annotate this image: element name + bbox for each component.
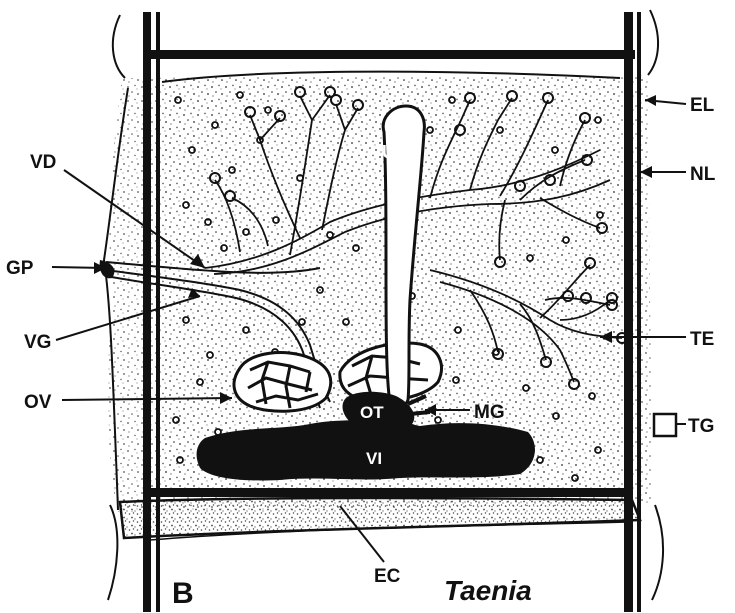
label-vg: VG: [24, 332, 51, 353]
transverse-bar-top: [145, 50, 635, 59]
testis-box-glyph: [654, 414, 676, 436]
label-ut: UT: [382, 142, 406, 162]
label-ec: EC: [374, 566, 401, 587]
label-te: TE: [690, 329, 714, 350]
label-mg: MG: [474, 402, 505, 423]
label-nl: NL: [690, 164, 716, 185]
transverse-bar-bottom: [148, 488, 630, 497]
label-tg: TG: [688, 416, 714, 437]
label-gp: GP: [6, 258, 34, 279]
genus-title: Taenia: [444, 575, 532, 606]
label-vd: VD: [30, 152, 56, 173]
excretory-canal-band: [120, 498, 640, 540]
label-ot: OT: [360, 403, 384, 422]
panel-letter: B: [172, 577, 194, 610]
label-vi: VI: [366, 449, 382, 468]
label-el: EL: [690, 95, 715, 116]
label-ov: OV: [24, 392, 52, 413]
